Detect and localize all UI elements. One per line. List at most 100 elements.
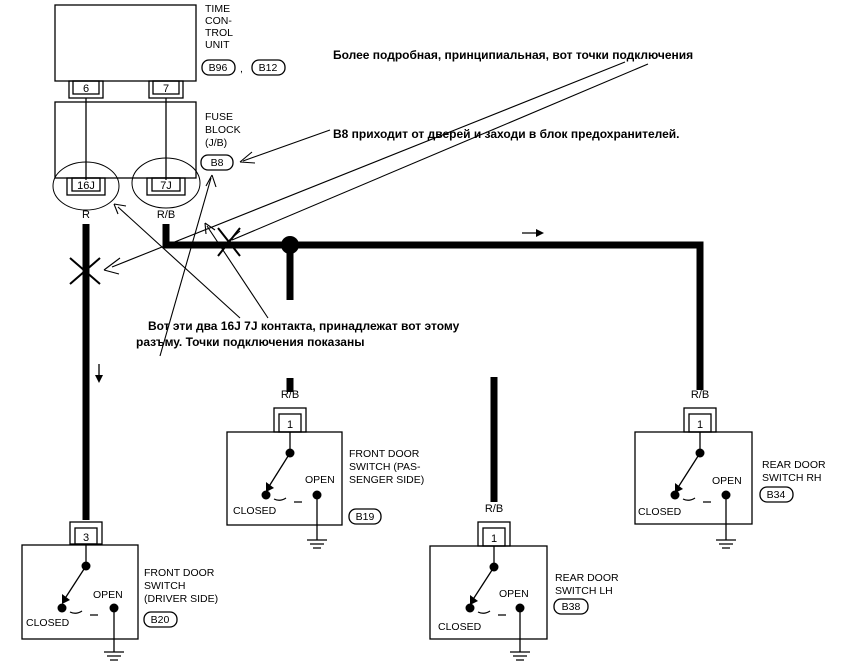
rear-rh-name-line-1: REAR DOOR [762, 459, 826, 471]
fuse-pin-7j: 7J [160, 180, 172, 192]
tcu-connector-b12-badge [251, 59, 286, 76]
fuse-connector-b8: B8 [211, 157, 224, 169]
pointer-b8-up-arrow-icon [205, 174, 217, 188]
driver-closed-contact [57, 603, 67, 613]
rear-lh-closed-label: CLOSED [438, 621, 482, 633]
pointer-arrow-left-icon [103, 257, 121, 275]
wire-label-rear-rh: R/B [691, 389, 709, 401]
time-control-unit-box [54, 4, 197, 82]
tcu-label-line-1: TIME [205, 3, 230, 15]
tcu-connector-b96: B96 [209, 62, 228, 74]
fuse-label-line-2: BLOCK [205, 124, 241, 136]
passenger-closed-label: CLOSED [233, 505, 277, 517]
passenger-open-label: OPEN [305, 474, 335, 486]
pointer-to-b8-from-below [159, 177, 212, 357]
tcu-connector-b96-badge [201, 59, 236, 76]
tcu-pin-7-box [152, 80, 180, 95]
wire-label-r-top: R [82, 209, 90, 221]
annotation-top: Более подробная, принципиальная, вот точ… [333, 48, 693, 62]
driver-open-label: OPEN [93, 589, 123, 601]
passenger-connector: B19 [356, 511, 375, 523]
fuse-label-line-1: FUSE [205, 111, 233, 123]
driver-closed-label: CLOSED [26, 617, 70, 629]
fuse-block: 16J 7J FUSE BLOCK (J/B) B8 [52, 101, 241, 211]
switch-rear-rh: R/B 1 OPEN CLOSED REAR DOOR SWITCH RH B3… [634, 389, 826, 549]
driver-connector: B20 [151, 614, 170, 626]
driver-ground-icon [104, 651, 124, 661]
driver-name-line-3: (DRIVER SIDE) [144, 593, 218, 605]
wire-label-driver: R [82, 503, 90, 515]
wire-label-rb-top: R/B [157, 209, 175, 221]
fuse-pin-16j-box [71, 177, 101, 192]
tcu-pin-6: 6 [83, 83, 89, 95]
driver-dash [69, 610, 98, 616]
rear-rh-connector: B34 [767, 489, 786, 501]
annotation-contacts-line-2: разъму. Точки подключения показаны [136, 335, 364, 349]
driver-name-line-2: SWITCH [144, 580, 185, 592]
rear-lh-name-line-1: REAR DOOR [555, 572, 619, 584]
rear-lh-lever-arrow-icon [470, 595, 478, 605]
tcu-label-line-2: CON- [205, 15, 232, 27]
rear-lh-lever [471, 566, 495, 602]
driver-name-line-1: FRONT DOOR [144, 567, 215, 579]
rear-rh-open-label: OPEN [712, 475, 742, 487]
passenger-lever-arrow-icon [266, 482, 274, 492]
rear-lh-connector: B38 [562, 601, 581, 613]
rear-lh-ground-icon [510, 651, 530, 661]
tcu-pin-6-box [72, 80, 100, 95]
rear-lh-switch-box [429, 545, 548, 640]
tcu-pin-7: 7 [163, 83, 169, 95]
circle-16j [52, 161, 120, 211]
pointer-top-to-left-wire [111, 61, 626, 268]
rear-lh-open-label: OPEN [499, 588, 529, 600]
driver-lever [63, 565, 87, 601]
passenger-name-line-3: SENGER SIDE) [349, 474, 424, 486]
annotation-contacts-line-1: Вот эти два 16J 7J контакта, принадлежат… [148, 319, 460, 333]
driver-lever-arrow-icon [62, 594, 70, 604]
switch-driver: R 3 OPEN CLOSED FRONT DOOR SWITCH (DRIVE… [21, 503, 218, 661]
passenger-connector-badge [348, 508, 382, 525]
rear-rh-closed-label: CLOSED [638, 506, 682, 518]
rear-lh-dash [477, 610, 506, 616]
driver-switch-box [21, 544, 139, 640]
driver-pin-box [74, 527, 98, 545]
rear-lh-connector-badge [553, 598, 589, 615]
passenger-name-line-1: FRONT DOOR [349, 448, 420, 460]
time-control-unit: 6 7 TIME CON- TROL UNIT B96 , B12 [54, 3, 286, 99]
annotation-b8: В8 приходит от дверей и заходи в блок пр… [333, 127, 679, 141]
connection-point-x-right-icon [217, 227, 241, 257]
rear-rh-switch-box [634, 431, 753, 525]
tcu-label-line-3: TROL [205, 27, 233, 39]
pointer-16j-arrow-icon [113, 203, 127, 215]
driver-connector-badge [143, 611, 178, 628]
pointer-b8-arrow-icon [239, 151, 256, 164]
passenger-ground-icon [307, 539, 327, 549]
rear-lh-closed-contact [465, 603, 475, 613]
passenger-closed-contact [261, 490, 271, 500]
fuse-label-line-3: (J/B) [205, 137, 227, 149]
rear-rh-lever [676, 452, 701, 490]
tcu-connector-separator: , [240, 63, 243, 75]
pointer-7j-arrow-icon [204, 222, 216, 235]
wire-bus-rh [162, 224, 704, 390]
passenger-name-line-2: SWITCH (PAS- [349, 461, 421, 473]
flow-arrow-right-icon [536, 229, 544, 237]
rear-lh-name-line-2: SWITCH LH [555, 585, 613, 597]
switch-passenger: R/B 1 OPEN CLOSED FRONT DOOR SWITCH (PAS… [226, 389, 424, 549]
rear-rh-lever-arrow-icon [675, 483, 683, 493]
pointer-to-7j [206, 225, 269, 319]
circle-7j [131, 157, 201, 209]
connection-point-x-left-icon [69, 257, 101, 285]
rear-rh-ground-icon [716, 539, 736, 549]
rear-lh-pin: 1 [491, 533, 497, 545]
flow-arrow-down-icon [95, 375, 103, 383]
fuse-pin-7j-box [151, 177, 181, 192]
rear-rh-name-line-2: SWITCH RH [762, 472, 822, 484]
tcu-connector-b12: B12 [259, 62, 278, 74]
passenger-pin: 1 [287, 419, 293, 431]
pointer-to-16j [117, 206, 241, 319]
tcu-label-line-4: UNIT [205, 39, 230, 51]
wire-junction [281, 236, 299, 254]
